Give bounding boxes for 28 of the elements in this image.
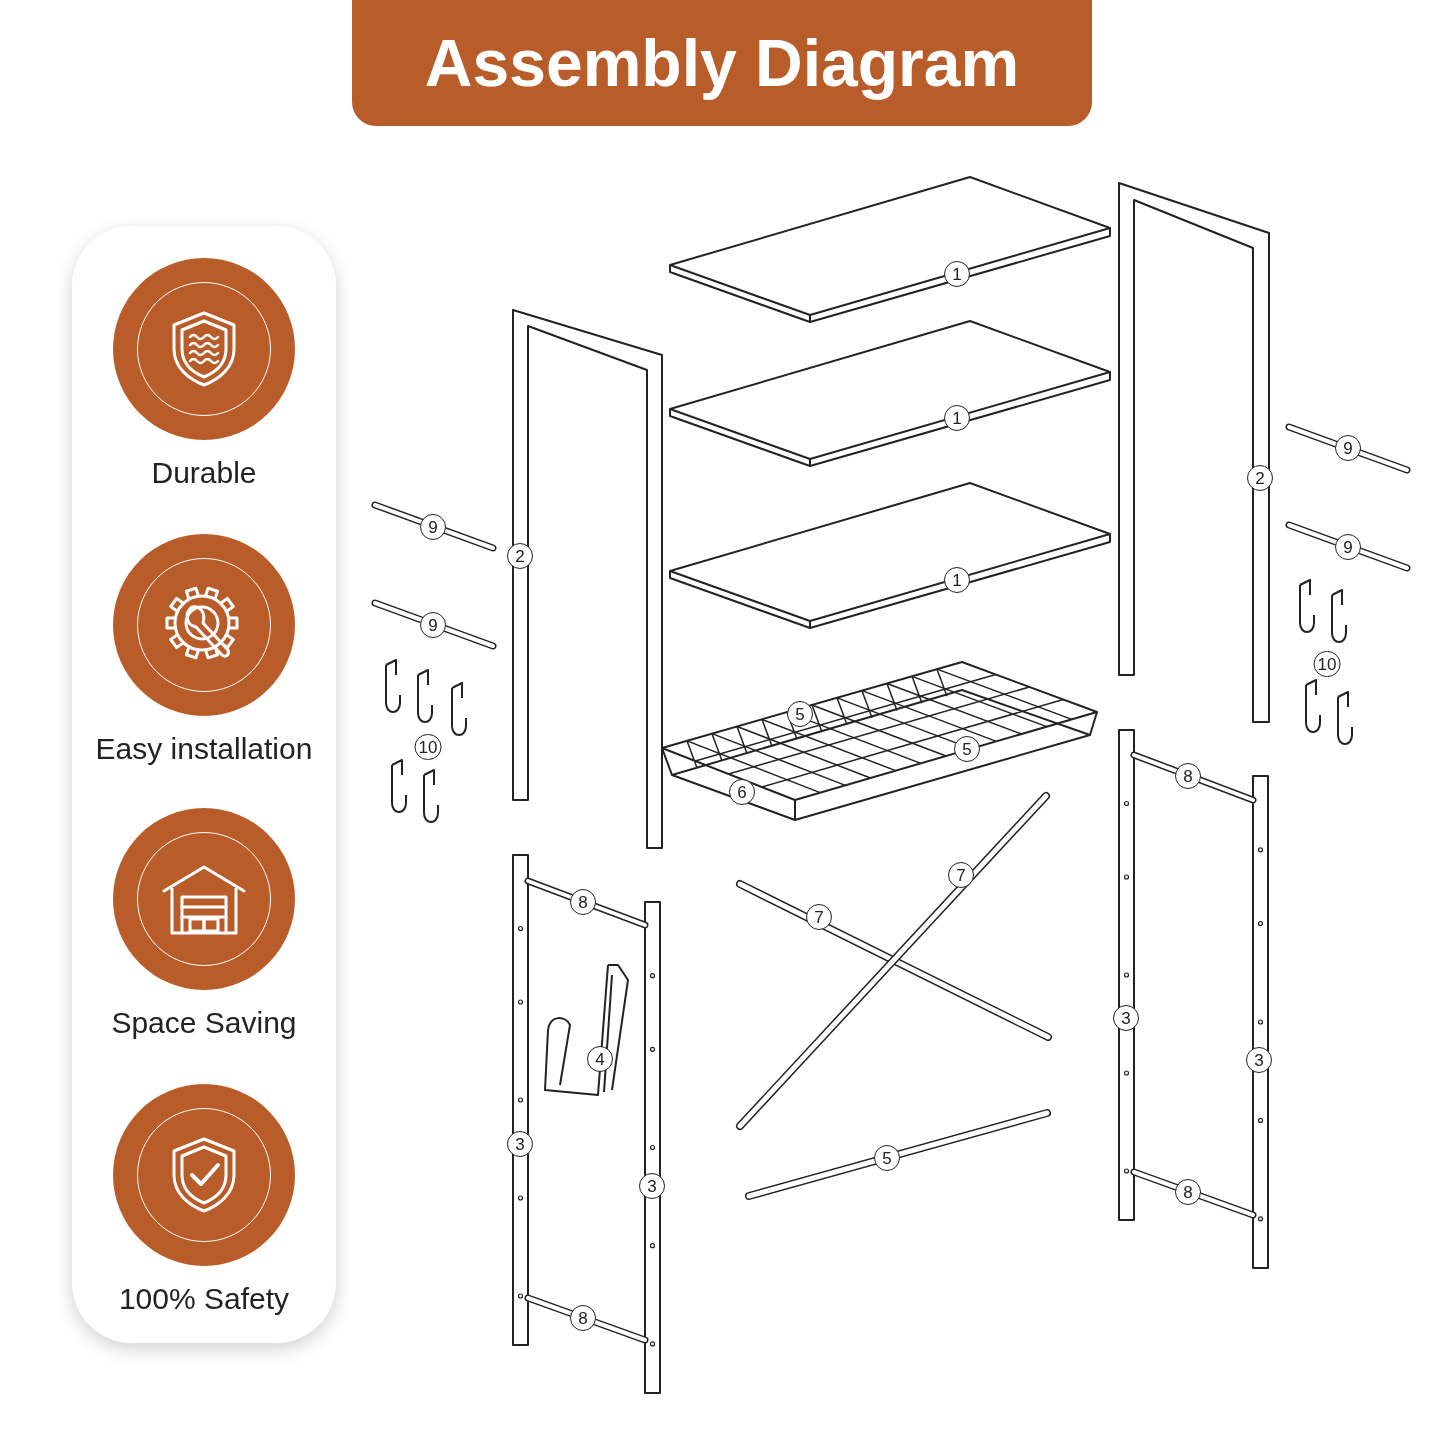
callout-number: 7: [948, 862, 974, 888]
callout-number: 9: [420, 514, 446, 540]
callout-number: 10: [1313, 651, 1341, 677]
callout-number: 9: [420, 612, 446, 638]
feature-caption: 100% Safety: [118, 1281, 290, 1317]
callout-number: 9: [1335, 435, 1361, 461]
callout-number: 3: [639, 1173, 665, 1199]
feature-caption: Space Saving: [111, 1005, 297, 1041]
callout-number: 7: [806, 904, 832, 930]
callout-number: 2: [507, 543, 533, 569]
callout-number: 6: [729, 779, 755, 805]
feature-caption: Easy installation: [95, 731, 313, 767]
callout-number: 10: [414, 734, 442, 760]
callout-number: 5: [874, 1145, 900, 1171]
title-banner: Assembly Diagram: [352, 0, 1092, 126]
callout-number: 3: [507, 1131, 533, 1157]
callout-number: 2: [1247, 465, 1273, 491]
callout-number: 8: [570, 889, 596, 915]
callout-number: 5: [954, 736, 980, 762]
callout-number: 4: [587, 1046, 613, 1072]
callout-number: 8: [570, 1305, 596, 1331]
callout-number: 3: [1113, 1005, 1139, 1031]
callout-number: 9: [1335, 534, 1361, 560]
callout-number: 3: [1246, 1047, 1272, 1073]
callout-number: 8: [1175, 1179, 1201, 1205]
feature-caption: Durable: [151, 455, 257, 491]
callout-number: 5: [787, 701, 813, 727]
callout-number: 8: [1175, 763, 1201, 789]
